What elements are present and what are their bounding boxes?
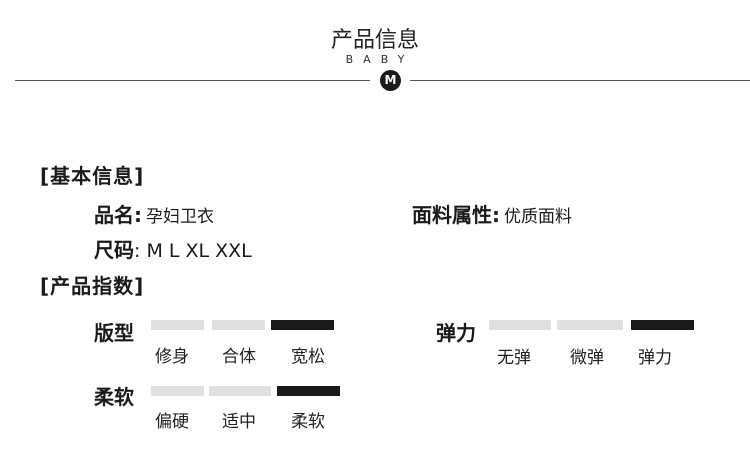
fabric-value: 优质面料: [504, 207, 572, 227]
divider-right: [410, 80, 750, 81]
page-title: 产品信息: [330, 28, 419, 53]
product-index-heading: [产品指数]: [40, 274, 145, 298]
softness-bar-1: [151, 386, 204, 396]
softness-option-1: 偏硬: [155, 412, 189, 432]
softness-bar-3: [277, 386, 340, 396]
fabric-label: 面料属性:: [412, 203, 500, 227]
elasticity-label: 弹力: [436, 321, 476, 345]
size-label: 尺码: [94, 238, 134, 262]
softness-option-3: 柔软: [291, 412, 325, 432]
size-value: : M L XL XXL: [134, 240, 252, 262]
elasticity-option-1: 无弹: [497, 348, 531, 368]
fit-bar-3: [271, 320, 334, 330]
fabric-row: 面料属性: 优质面料: [412, 199, 572, 228]
softness-label: 柔软: [94, 385, 134, 409]
fit-bar-2: [212, 320, 265, 330]
fit-label: 版型: [94, 321, 134, 345]
fit-bar-1: [151, 320, 204, 330]
elasticity-bar-1: [489, 320, 551, 330]
product-name-label: 品名:: [94, 203, 142, 227]
fit-option-1: 修身: [155, 347, 189, 367]
softness-bar-2: [209, 386, 271, 396]
elasticity-bar-2: [557, 320, 623, 330]
page-subtitle: BABY: [345, 53, 415, 66]
fit-option-2: 合体: [222, 347, 256, 367]
elasticity-option-3: 弹力: [638, 348, 672, 368]
softness-option-2: 适中: [222, 412, 256, 432]
product-name-value: 孕妇卫衣: [146, 207, 214, 227]
basic-info-heading: [基本信息]: [40, 164, 145, 188]
fit-option-3: 宽松: [291, 347, 325, 367]
badge-m: M: [380, 70, 401, 91]
size-row: 尺码 : M L XL XXL: [94, 234, 252, 263]
divider-left: [15, 80, 370, 81]
product-name-row: 品名: 孕妇卫衣: [94, 199, 214, 228]
elasticity-bar-3: [631, 320, 694, 330]
elasticity-option-2: 微弹: [570, 348, 604, 368]
